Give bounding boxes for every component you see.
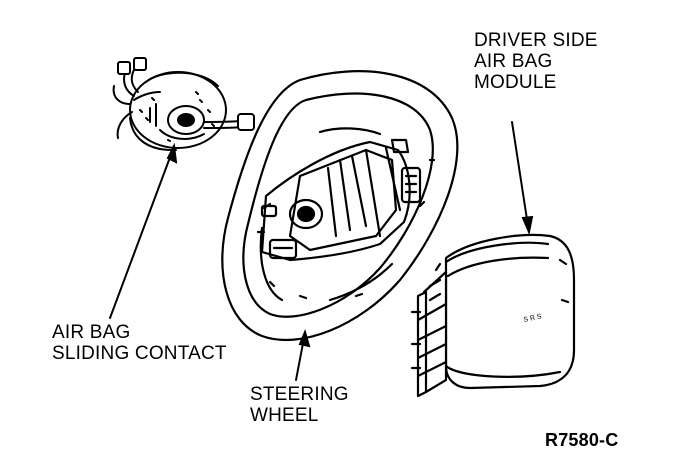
sliding-contact-label-line-1: AIR BAG (52, 322, 131, 343)
sliding-contact-label: AIR BAG SLIDING CONTACT (52, 322, 227, 364)
leader-lines (109, 121, 534, 381)
airbag-module-arrow (511, 121, 529, 227)
sliding-contact-arrowhead (166, 142, 178, 164)
airbag-module-label: DRIVER SIDE AIR BAG MODULE (474, 30, 598, 93)
steering-wheel-arrowhead (298, 328, 311, 348)
airbag-module-part (410, 233, 576, 398)
airbag-module-label-line-2: AIR BAG (474, 51, 553, 72)
sliding-contact-label-line-2: SLIDING CONTACT (52, 343, 227, 364)
airbag-module-label-line-3: MODULE (474, 72, 557, 93)
figure-code: R7580-C (545, 430, 619, 450)
srs-marking: S R S (523, 313, 543, 324)
airbag-module-arrowhead (521, 215, 534, 236)
steering-wheel-label: STEERING WHEEL (250, 384, 349, 426)
sliding-contact-arrow (109, 151, 173, 319)
airbag-module-label-line-1: DRIVER SIDE (474, 30, 598, 51)
steering-wheel-label-line-2: WHEEL (250, 405, 319, 426)
steering-wheel-label-line-1: STEERING (250, 384, 349, 405)
sliding-contact-part (112, 57, 255, 151)
steering-wheel-part (221, 70, 459, 341)
